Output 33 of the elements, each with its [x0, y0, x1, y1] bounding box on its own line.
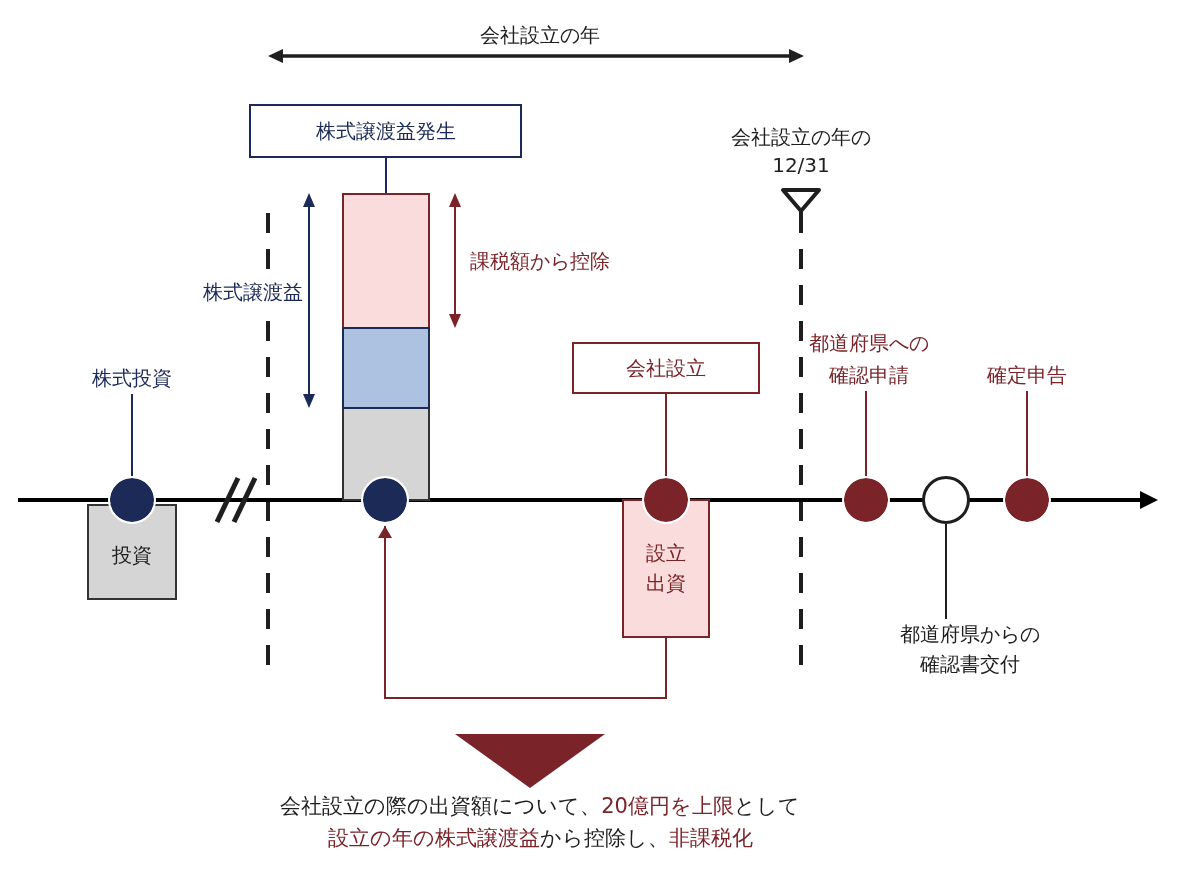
- event-label: 都道府県への確認申請: [807, 327, 931, 391]
- amount-box: [622, 499, 710, 638]
- event-box: [249, 104, 522, 158]
- bar-segment: [342, 193, 430, 329]
- dimension-label: 課税額から控除: [470, 248, 610, 275]
- date-label: 会社設立の年の12/31: [730, 124, 872, 179]
- milestone-dot: [110, 478, 154, 522]
- event-label: 確定申告: [987, 359, 1067, 391]
- event-box: [572, 342, 760, 394]
- milestone-circle: [922, 476, 970, 524]
- milestone-dot: [844, 478, 888, 522]
- period-label: 会社設立の年: [480, 22, 600, 49]
- leader-line: [385, 157, 387, 194]
- event-title: 会社設立: [626, 355, 706, 382]
- leader-line: [865, 390, 867, 479]
- milestone-dot: [363, 478, 407, 522]
- event-label: 都道府県からの確認書交付: [898, 619, 1042, 679]
- event-label: 株式投資: [92, 362, 172, 394]
- leader-line: [665, 393, 667, 479]
- milestone-dot: [644, 478, 688, 522]
- amount-label: 設立出資: [645, 540, 687, 597]
- leader-line: [945, 523, 947, 620]
- event-title: 株式譲渡益発生: [315, 118, 456, 145]
- leader-line: [131, 393, 133, 479]
- bar-segment: [342, 327, 430, 409]
- amount-box: [87, 504, 177, 600]
- chevron-arrow: [455, 734, 605, 788]
- conclusion-text: 会社設立の際の出資額について、20億円を上限として設立の年の株式譲渡益から控除し、非課税化: [276, 790, 804, 854]
- milestone-dot: [1005, 478, 1049, 522]
- leader-line: [1026, 390, 1028, 479]
- stacked-bar: [342, 193, 430, 501]
- amount-label: 投資: [112, 542, 152, 569]
- flow-arrow: [378, 525, 667, 699]
